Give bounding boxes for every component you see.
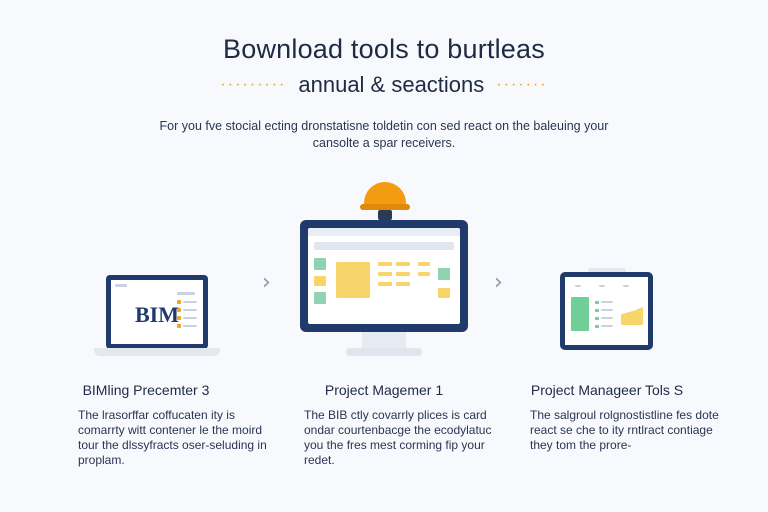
laptop-base [94,348,220,356]
decorative-dots-right: ······· [496,76,548,93]
decorative-dots-left: ········· [220,76,287,93]
subtitle-row: ········· annual & seactions ······· [0,72,768,98]
monitor-screen [308,228,460,324]
laptop-screen: BIM [111,280,203,344]
hard-hat-icon [360,182,410,220]
tablet-screen [565,277,648,345]
page-subtitle: annual & seactions [298,72,485,97]
item-description-3: The salgroul rolgnostistline fes dote re… [530,408,719,452]
tablet-illustration [560,272,653,350]
item-title-3: Project Manageer Tols S [530,382,684,398]
item-title-1: BIMling Precemter 3 [82,382,210,398]
page-title: Bownload tools to burtleas [223,34,545,64]
monitor-stand [362,332,406,350]
item-description-2: The BIB ctly covarrly plices is card ond… [304,408,492,467]
item-description-1: The lrasorffar coffucaten ity is comarrt… [78,408,267,467]
chevron-right-icon: › [262,270,271,295]
item-title-2: Project Magemer 1 [324,382,444,398]
laptop-illustration: BIM [106,275,208,349]
monitor-base [346,348,422,356]
intro-text: For you fve stocial ecting dronstatisne … [159,119,609,150]
monitor-illustration [300,220,468,332]
chevron-right-icon: › [494,270,503,295]
bim-logo: BIM [135,302,179,327]
